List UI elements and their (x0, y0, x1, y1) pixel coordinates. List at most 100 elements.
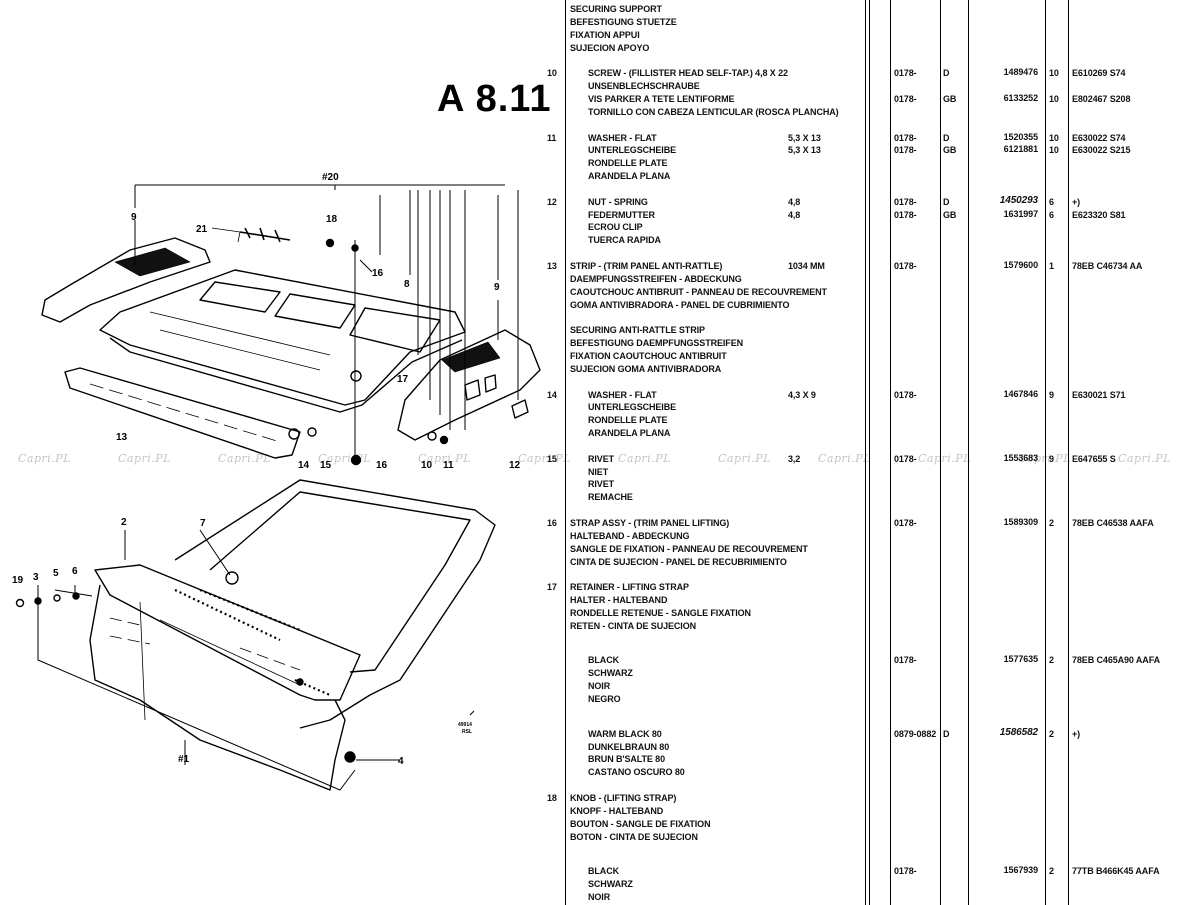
column-rule (865, 0, 866, 905)
date-range: 0178- (894, 866, 917, 877)
callout-1: #1 (178, 754, 190, 765)
diagram-callouts: #20 21 18 16 9 9 8 17 13 14 15 16 10 11 … (12, 172, 521, 767)
watermark-text: Capri.PL (118, 452, 171, 465)
part-description: NUT - SPRING (588, 196, 648, 207)
column-rule (869, 0, 870, 905)
part-description: RETEN - CINTA DE SUJECION (570, 620, 697, 631)
part-number: 1631997 (1003, 208, 1038, 219)
market-code: GB (943, 93, 957, 104)
column-rule (565, 0, 566, 905)
quantity: 6 (1049, 196, 1054, 207)
market-code: D (943, 132, 950, 143)
ref-number: 12 (547, 196, 557, 207)
part-description: DUNKELBRAUN 80 (588, 741, 670, 752)
part-description: ARANDELA PLANA (588, 428, 671, 439)
market-code: D (943, 196, 950, 207)
ref-number: 14 (547, 389, 557, 400)
callout-12: 12 (509, 460, 521, 471)
part-description: VIS PARKER A TETE LENTIFORME (588, 93, 735, 104)
part-description: BRUN B'SALTE 80 (588, 754, 665, 765)
market-code: D (943, 728, 950, 739)
date-range: 0879-0882 (894, 728, 937, 739)
part-description: ECROU CLIP (588, 222, 643, 233)
watermark-text: Capri.PL (418, 452, 471, 465)
diagram-drawing (15, 184, 541, 791)
page-code: A 8.11 (437, 78, 552, 120)
engineering-number: 77TB B466K45 AAFA (1072, 866, 1160, 877)
date-range: 0178- (894, 209, 917, 220)
watermark-text: Capri.PL (218, 452, 271, 465)
part-number: 1579600 (1003, 260, 1038, 270)
callout-6: 6 (72, 566, 78, 577)
ref-number: 17 (547, 582, 557, 593)
watermark-text: Capri.PL (1118, 452, 1171, 465)
engineering-number: E610269 S74 (1072, 68, 1126, 79)
date-range: 0178- (894, 655, 917, 666)
quantity: 2 (1049, 655, 1054, 666)
date-range: 0178- (894, 93, 917, 104)
part-description: STRIP - (TRIM PANEL ANTI-RATTLE) (570, 261, 723, 271)
watermark-text: Capri.PL (518, 452, 571, 465)
part-description: BLACK (588, 655, 619, 666)
watermark-text: Capri.PL (618, 452, 671, 465)
part-description: NEGRO (588, 694, 621, 705)
part-dimension: 1034 MM (788, 261, 825, 271)
callout-3: 3 (33, 572, 39, 583)
part-description: WASHER - FLAT (588, 132, 657, 143)
callout-2: 2 (121, 517, 127, 528)
watermark-text: Capri.PL (918, 452, 971, 465)
part-description: SECURING ANTI-RATTLE STRIP (570, 325, 705, 336)
part-description: FIXATION CAOUTCHOUC ANTIBRUIT (570, 350, 727, 361)
part-description: NOIR (588, 681, 611, 692)
part-number: 6133252 (1003, 92, 1038, 103)
part-description: KNOPF - HALTEBAND (570, 805, 664, 816)
market-code: GB (943, 145, 957, 156)
part-description: REMACHE (588, 492, 633, 503)
market-code: GB (943, 209, 957, 220)
ref-number: 11 (547, 132, 557, 143)
callout-8: 8 (404, 279, 410, 290)
callout-21: 21 (196, 224, 208, 235)
part-description: STRAP ASSY - (TRIM PANEL LIFTING) (570, 518, 730, 528)
date-range: 0178- (894, 389, 917, 400)
ref-number: 10 (547, 68, 557, 79)
callout-20: #20 (322, 172, 339, 183)
watermark-text: Capri.PL (818, 452, 871, 465)
quantity: 10 (1049, 132, 1059, 143)
callout-4: 4 (398, 756, 404, 767)
callout-13: 13 (116, 432, 128, 443)
date-range: 0178- (894, 261, 917, 271)
part-description: HALTER - HALTEBAND (570, 595, 668, 606)
callout-9-left: 9 (131, 212, 137, 223)
quantity: 10 (1049, 93, 1059, 104)
exploded-parts-diagram: #20 21 18 16 9 9 8 17 13 14 15 16 10 11 … (12, 172, 541, 791)
date-range: 0178- (894, 196, 917, 207)
part-description: UNSENBLECHSCHRAUBE (588, 81, 700, 92)
quantity: 2 (1049, 866, 1054, 877)
part-description: BLACK (588, 866, 619, 877)
part-number: 6121881 (1003, 144, 1038, 155)
part-description: NIET (588, 466, 609, 477)
engineering-number: E647655 S (1072, 453, 1116, 464)
part-description: SUJECION GOMA ANTIVIBRADORA (570, 363, 722, 374)
part-description: SCHWARZ (588, 879, 633, 890)
part-description: SCHWARZ (588, 668, 633, 679)
part-description: BOTON - CINTA DE SUJECION (570, 831, 698, 842)
section-header-line: SUJECION APOYO (570, 42, 650, 53)
part-number: 1489476 (1003, 67, 1038, 78)
part-description: KNOB - (LIFTING STRAP) (570, 792, 677, 803)
engineering-number: E630021 S71 (1072, 389, 1126, 400)
ref-number: 15 (547, 453, 557, 464)
section-header-line: FIXATION APPUI (570, 29, 640, 40)
section-header-line: BEFESTIGUNG STUETZE (570, 16, 677, 27)
ref-number: 18 (547, 792, 557, 803)
quantity: 10 (1049, 68, 1059, 79)
part-description: FEDERMUTTER (588, 209, 655, 220)
engineering-number: E802467 S208 (1072, 93, 1131, 104)
part-description: CAOUTCHOUC ANTIBRUIT - PANNEAU DE RECOUV… (570, 286, 827, 297)
part-description: WARM BLACK 80 (588, 728, 662, 739)
quantity: 1 (1049, 261, 1054, 271)
part-description: RONDELLE RETENUE - SANGLE FIXATION (570, 607, 751, 618)
callout-19: 19 (12, 575, 24, 586)
part-description: RIVET (588, 453, 615, 464)
